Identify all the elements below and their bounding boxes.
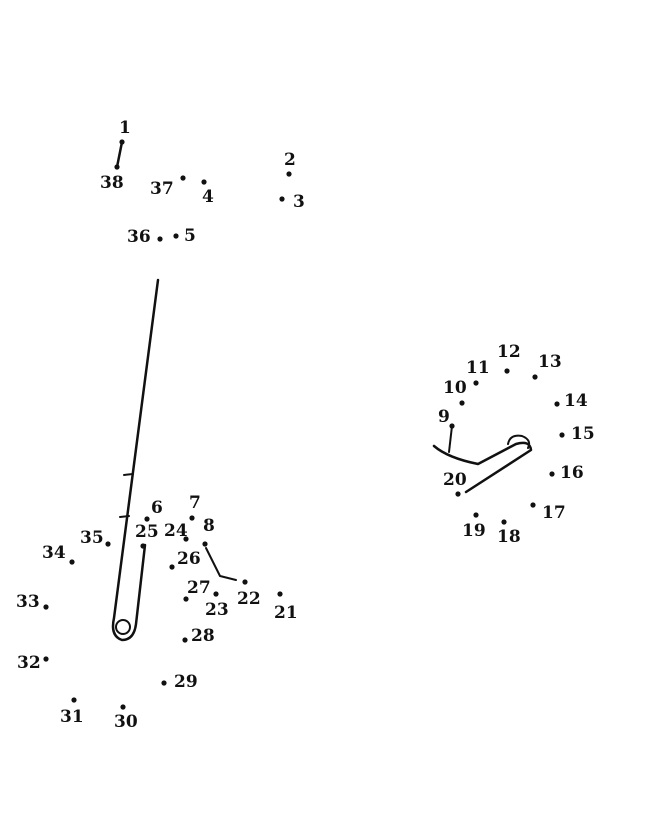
dot-11 [473, 380, 479, 386]
dot-26 [169, 564, 175, 570]
dot-label-26: 26 [177, 549, 201, 569]
dot-36 [157, 236, 163, 242]
dot-label-9: 9 [438, 407, 450, 427]
dot-label-2: 2 [284, 150, 296, 170]
dot-label-7: 7 [189, 493, 201, 513]
dot-label-13: 13 [538, 352, 562, 372]
dot-label-3: 3 [293, 192, 305, 212]
shaft-outline [111, 278, 160, 642]
dot-25 [140, 543, 146, 549]
dot-33 [43, 604, 49, 610]
dot-6 [144, 516, 150, 522]
dot-label-10: 10 [443, 378, 467, 398]
dot-label-22: 22 [237, 589, 261, 609]
dot-17 [530, 502, 536, 508]
dot-label-6: 6 [151, 498, 163, 518]
dot-label-27: 27 [187, 578, 211, 598]
right-handle-knob [507, 434, 531, 449]
dot-31 [71, 697, 77, 703]
shaft-tick-2 [119, 515, 130, 518]
dot-label-19: 19 [462, 521, 486, 541]
dot-38 [114, 164, 120, 170]
dot-label-33: 33 [16, 592, 40, 612]
dot-7 [189, 515, 195, 521]
dot-label-12: 12 [497, 342, 521, 362]
right-handle [432, 441, 533, 494]
dot-37 [180, 175, 186, 181]
line-1-38 [115, 140, 124, 169]
dot-18 [501, 519, 507, 525]
dot-19 [473, 512, 479, 518]
dot-label-14: 14 [564, 391, 588, 411]
dot-label-29: 29 [174, 672, 198, 692]
dot-32 [43, 656, 49, 662]
dot-14 [554, 401, 560, 407]
dot-5 [173, 233, 179, 239]
dot-9 [449, 423, 455, 429]
dot-label-28: 28 [191, 626, 215, 646]
dot-label-21: 21 [274, 603, 298, 623]
dot-label-15: 15 [571, 424, 595, 444]
dot-label-37: 37 [150, 179, 174, 199]
dot-15 [559, 432, 565, 438]
dot-label-4: 4 [202, 187, 214, 207]
dot-21 [277, 591, 283, 597]
dot-label-36: 36 [127, 227, 151, 247]
dot-10 [459, 400, 465, 406]
right-handle-stem [448, 425, 453, 453]
dot-4 [201, 179, 207, 185]
dot-34 [69, 559, 75, 565]
dot-label-31: 31 [60, 707, 84, 727]
dot-label-32: 32 [17, 653, 41, 673]
dot-12 [504, 368, 510, 374]
dot-label-24: 24 [164, 521, 188, 541]
predrawn-lines [111, 140, 533, 642]
dot-label-16: 16 [560, 463, 584, 483]
dot-label-8: 8 [203, 516, 215, 536]
dot-1 [119, 139, 125, 145]
hook-line [205, 547, 237, 581]
dot-16 [549, 471, 555, 477]
dot-label-23: 23 [205, 600, 229, 620]
dot-28 [182, 637, 188, 643]
dot-13 [532, 374, 538, 380]
dot-27 [183, 596, 189, 602]
dot-22 [242, 579, 248, 585]
dot-30 [120, 704, 126, 710]
dot-label-25: 25 [135, 522, 159, 542]
dot-29 [161, 680, 167, 686]
dot-24 [183, 536, 189, 542]
dot-label-18: 18 [497, 527, 521, 547]
dot-2 [286, 171, 292, 177]
dot-23 [213, 591, 219, 597]
dot-label-17: 17 [542, 503, 566, 523]
dot-label-30: 30 [114, 712, 138, 732]
dot-35 [105, 541, 111, 547]
shaft-tick-1 [123, 473, 134, 476]
dot-label-20: 20 [443, 470, 467, 490]
dot-label-11: 11 [466, 358, 490, 378]
dot-20 [455, 491, 461, 497]
dot-8 [202, 541, 208, 547]
dot-label-5: 5 [184, 226, 196, 246]
shaft-loop [115, 619, 131, 635]
dot-3 [279, 196, 285, 202]
dot-label-38: 38 [100, 173, 124, 193]
dot-label-34: 34 [42, 543, 66, 563]
dot-label-1: 1 [119, 118, 131, 138]
dot-label-35: 35 [80, 528, 104, 548]
